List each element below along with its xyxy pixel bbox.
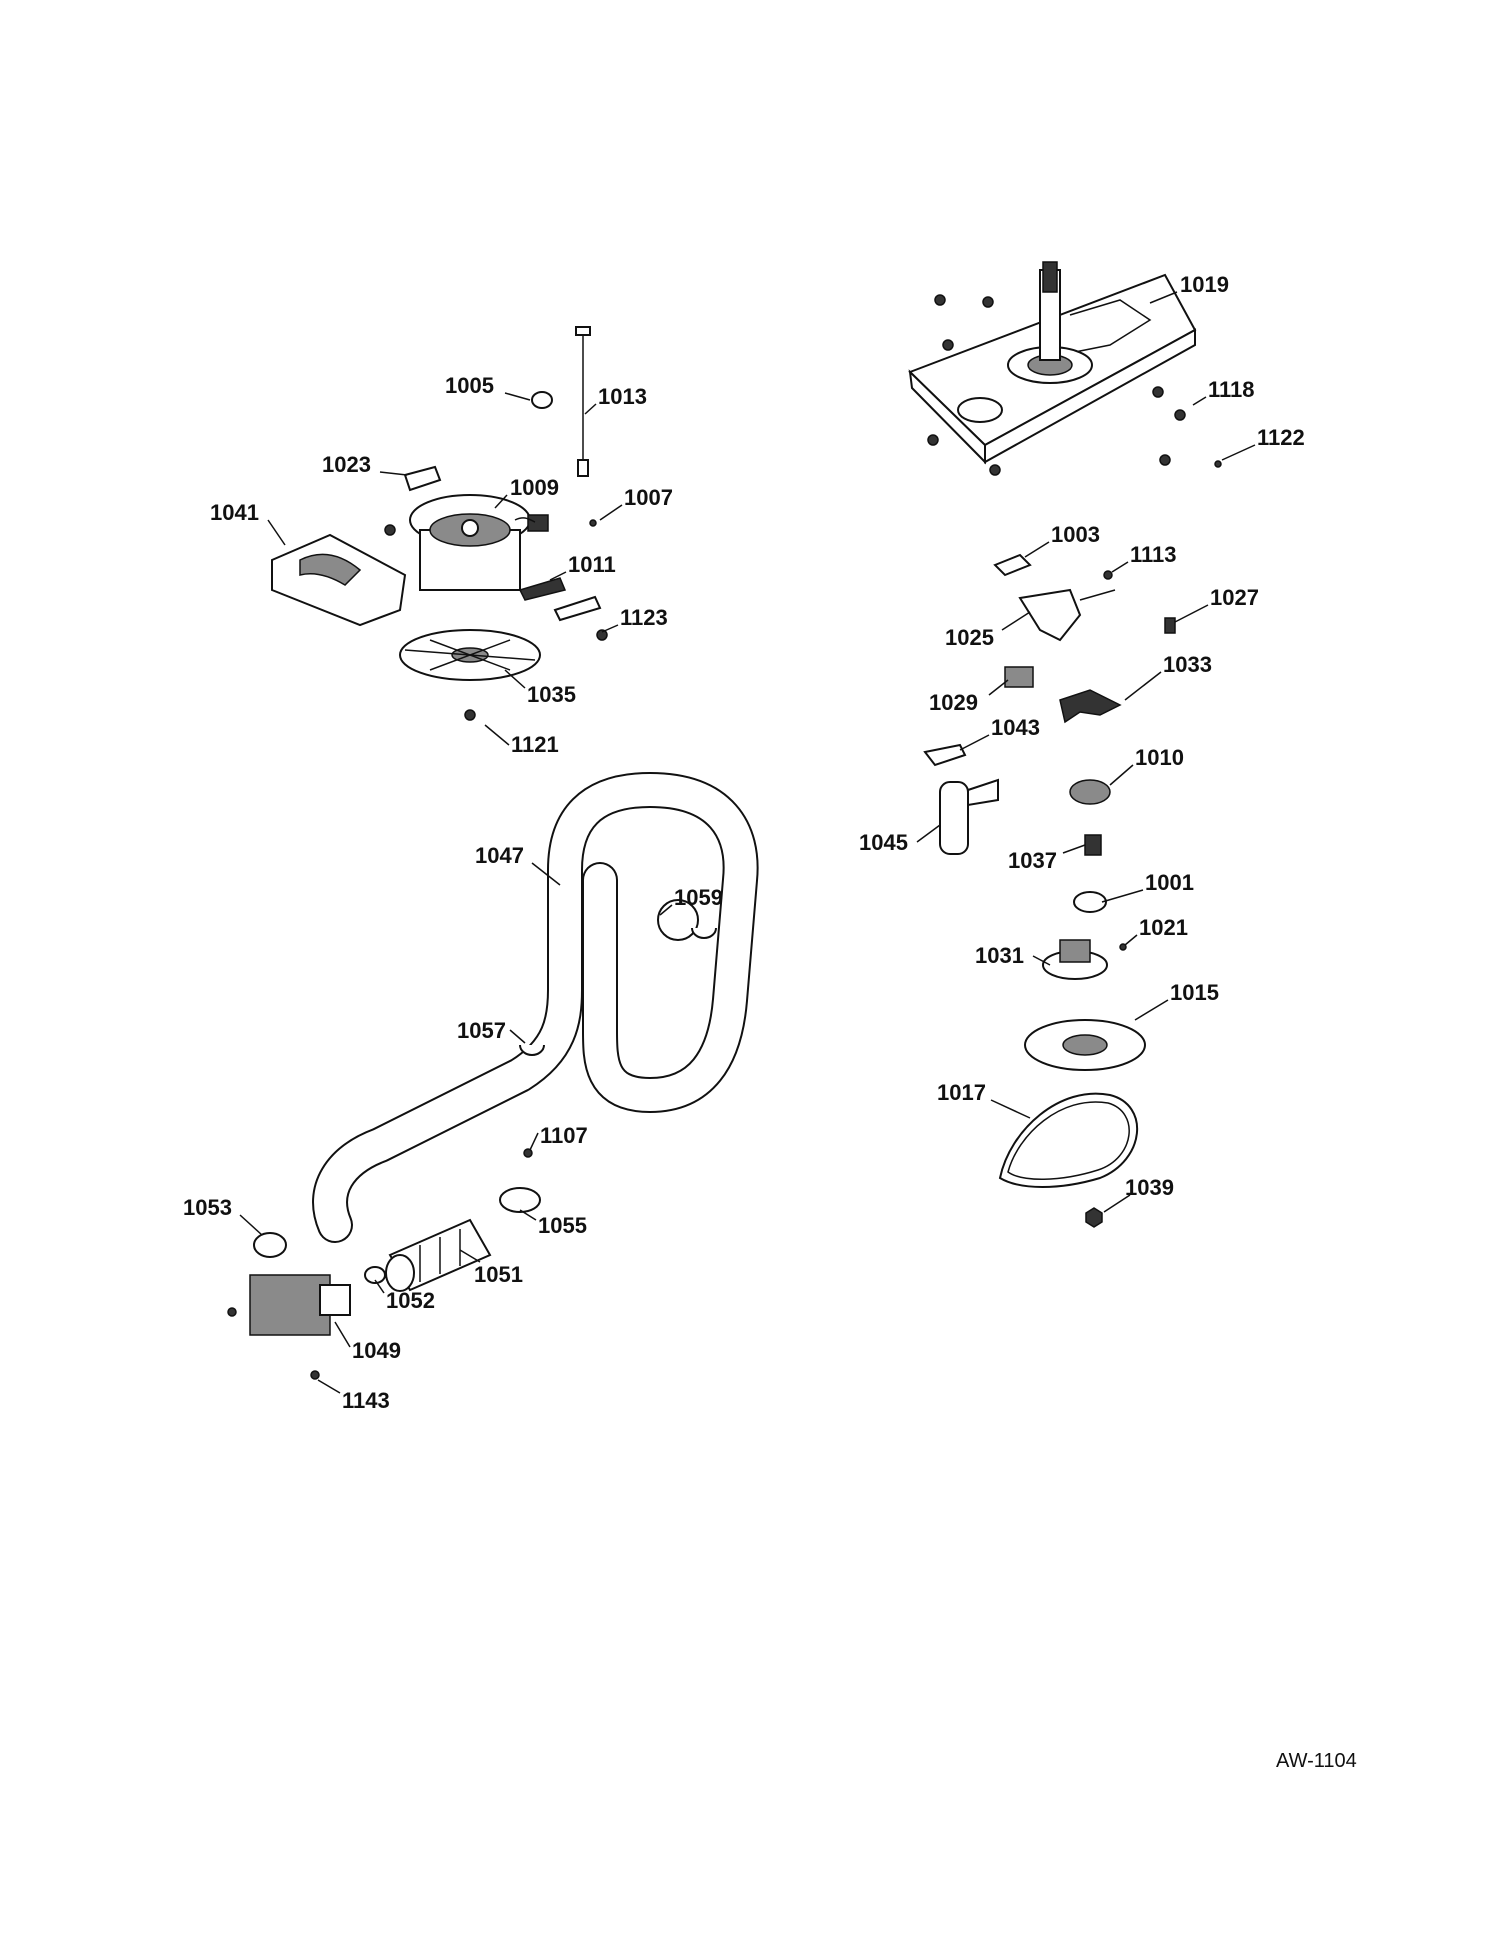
callout-label: 1013 [598, 384, 647, 409]
motor-assembly [409, 494, 549, 591]
callout-label: 1005 [445, 373, 494, 398]
callout-label: 1017 [937, 1080, 986, 1105]
callout-label: 1003 [1051, 522, 1100, 547]
callout-label: 1045 [859, 830, 908, 855]
callout-label: 1055 [538, 1213, 587, 1238]
fan-blade [399, 629, 541, 681]
drain-hose [312, 772, 759, 1243]
callout-label: 1037 [1008, 848, 1057, 873]
callout-labels: 1019 1005 1013 1118 1122 1023 1009 1007 … [183, 272, 1305, 1413]
callout-label: 1121 [511, 732, 559, 757]
callout-label: 1035 [527, 682, 576, 707]
callout-label: 1052 [386, 1288, 435, 1313]
motor-small-parts [384, 326, 608, 721]
pump-parts [227, 899, 717, 1380]
leader-lines [239, 291, 1256, 1394]
callout-label: 1107 [540, 1123, 588, 1148]
callout-label: 1043 [991, 715, 1040, 740]
callout-label: 1039 [1125, 1175, 1174, 1200]
callout-label: 1041 [210, 500, 259, 525]
callout-label: 1010 [1135, 745, 1184, 770]
callout-label: 1049 [352, 1338, 401, 1363]
callout-label: 1122 [1257, 425, 1305, 450]
callout-label: 1057 [457, 1018, 506, 1043]
callout-label: 1007 [624, 485, 673, 510]
callout-label: 1047 [475, 843, 524, 868]
callout-label: 1023 [322, 452, 371, 477]
shift-mechanism-parts [923, 553, 1176, 1228]
callout-label: 1123 [620, 605, 668, 630]
callout-label: 1001 [1145, 870, 1194, 895]
callout-label: 1118 [1208, 377, 1255, 402]
callout-label: 1113 [1130, 542, 1177, 567]
callout-label: 1033 [1163, 652, 1212, 677]
callout-label: 1143 [342, 1388, 390, 1413]
motor-cover [271, 533, 407, 627]
callout-label: 1059 [674, 885, 723, 910]
callout-label: 1027 [1210, 585, 1259, 610]
callout-label: 1019 [1180, 272, 1229, 297]
callout-label: 1011 [568, 552, 616, 577]
callout-label: 1029 [929, 690, 978, 715]
callout-label: 1031 [975, 943, 1024, 968]
callout-label: 1051 [474, 1262, 523, 1287]
callout-label: 1053 [183, 1195, 232, 1220]
callout-label: 1009 [510, 475, 559, 500]
mounting-plate-assembly [908, 261, 1222, 476]
callout-label: 1021 [1139, 915, 1188, 940]
drawing-code: AW-1104 [1276, 1750, 1357, 1772]
callout-label: 1025 [945, 625, 994, 650]
callout-label: 1015 [1170, 980, 1219, 1005]
